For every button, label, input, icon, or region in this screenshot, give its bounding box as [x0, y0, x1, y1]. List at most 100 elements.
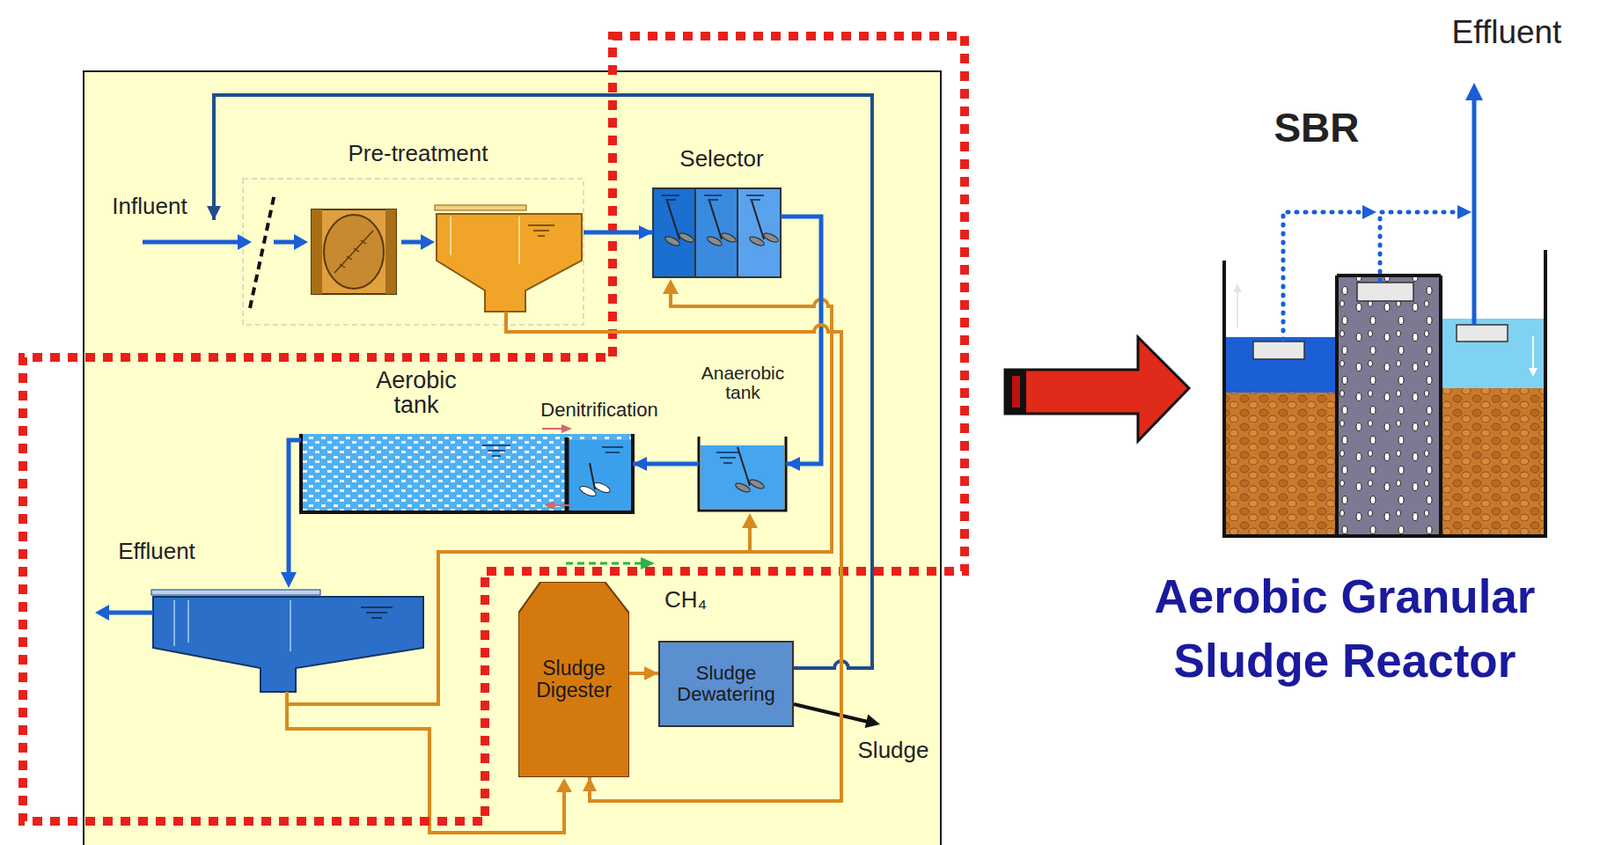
primary-clarifier — [528, 225, 555, 236]
aerobic-tank-drawing — [601, 447, 624, 453]
transition-arrow — [1005, 337, 1189, 441]
secondary-clarifier — [174, 600, 291, 652]
node-label: Pre-treatment — [303, 139, 533, 167]
sbr-drawing — [1224, 82, 1546, 536]
sbr-drawing — [1357, 282, 1414, 301]
boundary-dashed-outline — [22, 36, 965, 822]
influent-arrows — [273, 240, 296, 245]
sbr-drawing — [1283, 212, 1363, 340]
sludge-out-arrow — [793, 704, 881, 728]
influent-label: Influent — [111, 192, 187, 220]
selector-tanks — [663, 200, 695, 248]
secondary-clarifier — [107, 610, 154, 616]
secondary-clarifier — [153, 596, 424, 692]
pretreatment-group: Pre-treatment — [207, 220, 584, 317]
primary-clarifier — [434, 205, 582, 312]
selector-tanks — [705, 200, 737, 248]
node-text: Sludge Digester — [525, 657, 623, 703]
aerobic-tank: Aerobic tank — [300, 433, 633, 513]
sbr-drawing — [1442, 388, 1544, 535]
anaerobic-tank-drawing — [698, 436, 786, 511]
sbr-drawing — [1528, 367, 1538, 377]
sbr-drawing — [1472, 96, 1477, 325]
bar-screen — [249, 193, 275, 309]
primary-clarifier — [450, 216, 520, 265]
sludge-pipes — [556, 777, 573, 793]
flow-line — [780, 216, 822, 464]
arrow-head — [644, 666, 659, 681]
influent-arrows — [420, 234, 435, 250]
sludge-out-arrow — [793, 704, 868, 722]
node-label: Selector — [646, 145, 797, 172]
digester-shape — [518, 581, 630, 778]
influent-arrows — [237, 234, 252, 250]
influent-arrows — [142, 240, 240, 245]
sludge-pipes — [741, 513, 758, 529]
node-label: SBR — [1228, 104, 1405, 152]
bar-screen — [249, 193, 275, 309]
aerobic-tank-drawing — [568, 440, 632, 511]
arrow-head — [638, 225, 654, 240]
selector-tanks — [737, 188, 781, 278]
secondary-clarifier — [95, 604, 110, 621]
aerobic-tank-drawing — [300, 433, 633, 513]
node-label: Aerobic tank — [363, 367, 470, 418]
anaerobic-tank: Anaerobic tank — [698, 436, 786, 511]
flow-connector — [583, 225, 654, 240]
selector-tanks — [661, 195, 764, 200]
selector-tanks — [653, 188, 781, 278]
sludge-out-arrow — [865, 714, 881, 729]
sbr-drawing — [1236, 290, 1239, 328]
sbr-drawing — [1253, 341, 1305, 360]
aerobic-tank-drawing — [552, 504, 573, 507]
secondary-clarifier — [95, 589, 424, 692]
aerobic-outflow-pipe — [280, 572, 297, 588]
aerobic-tank-drawing — [565, 437, 570, 513]
sbr-drawing — [1338, 277, 1439, 535]
methane-line — [565, 562, 643, 566]
transition-arrow — [1005, 369, 1027, 414]
influent-arrows — [293, 234, 309, 250]
arrow-head — [785, 456, 800, 471]
plant-panel — [242, 178, 584, 325]
sbr-drawing — [1456, 324, 1508, 342]
influent-arrows — [401, 240, 423, 245]
flow-line — [506, 316, 842, 801]
primary-clarifier — [436, 213, 582, 312]
selector-tanks — [653, 188, 696, 278]
selector-tanks — [695, 188, 738, 278]
sbr-drawing — [1225, 337, 1336, 393]
boundary-dashed-outline — [22, 36, 965, 822]
sbr-drawing — [1442, 318, 1544, 389]
primary-clarifier — [434, 205, 527, 211]
transition-arrow — [1005, 337, 1189, 441]
secondary-clarifier — [360, 607, 393, 618]
flow-connector — [629, 666, 659, 681]
aerobic-tank-drawing — [542, 427, 564, 430]
aerobic-tank-drawing — [300, 424, 633, 513]
aerobic-tank-drawing — [482, 445, 511, 456]
anaerobic-tank-drawing — [716, 452, 740, 463]
sludge-digester: Sludge Digester — [518, 581, 630, 778]
anaerobic-tank-drawing — [733, 447, 765, 494]
sbr-reactor: SBR — [1224, 249, 1546, 536]
grit-screen-unit — [385, 209, 397, 294]
plant-panel — [83, 71, 941, 845]
anaerobic-tank-drawing — [698, 436, 786, 511]
sludge-pipes — [286, 278, 832, 833]
grit-screen-unit — [334, 230, 374, 273]
anaerobic-tank-drawing — [700, 445, 785, 509]
flow-connector — [632, 456, 699, 471]
aerobic-outflow-pipe — [280, 440, 301, 588]
sbr-drawing — [1362, 205, 1377, 220]
grit-screen-unit — [323, 214, 384, 289]
node-label: Anaerobic tank — [689, 363, 796, 403]
aerobic-tank-drawing — [578, 462, 612, 499]
sbr-drawing — [1224, 249, 1546, 536]
effluent-label: Effluent — [117, 537, 196, 565]
sbr-drawing — [1532, 336, 1534, 370]
denitrification-label: Denitrification — [540, 398, 658, 421]
